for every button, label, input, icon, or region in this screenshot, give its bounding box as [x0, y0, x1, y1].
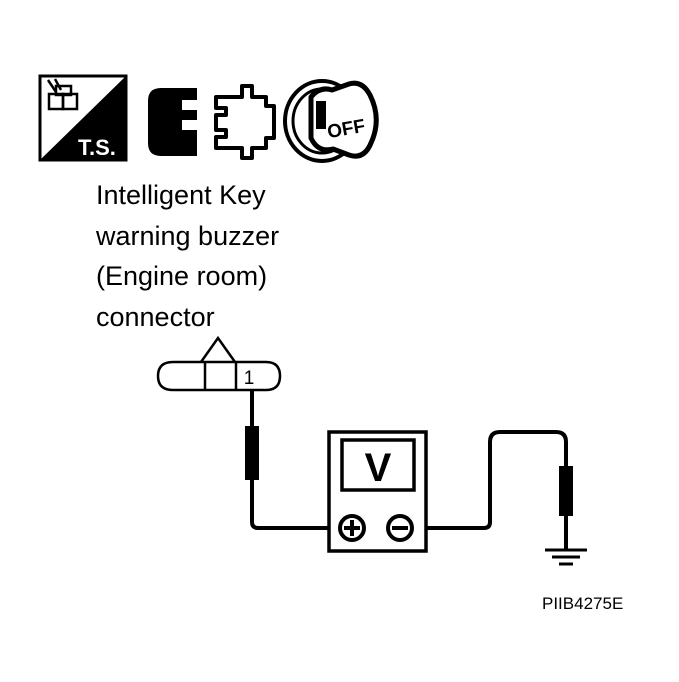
ts-badge-text: T.S.: [78, 135, 116, 160]
connector-label-line-3: (Engine room): [96, 261, 267, 291]
ts-badge-icon: T.S.: [38, 74, 128, 162]
connector-disconnect-icon: [148, 84, 276, 160]
connector-label-line-1: Intelligent Key: [96, 180, 266, 210]
pin-1-label: 1: [244, 368, 255, 389]
connector-label-line-4: connector: [96, 302, 215, 332]
positive-terminal: [338, 514, 366, 542]
ignition-key-off-icon: OFF: [283, 79, 379, 163]
connector-face: [156, 335, 282, 392]
negative-terminal: [386, 514, 414, 542]
meter-symbol: V: [365, 446, 392, 490]
test-leads: [250, 390, 568, 550]
negative-probe: [559, 466, 573, 516]
ground-symbol: [545, 548, 587, 566]
positive-probe: [245, 426, 259, 480]
figure-code: PIIB4275E: [542, 594, 623, 613]
connector-label-line-2: warning buzzer: [95, 221, 279, 251]
voltmeter: V: [327, 430, 428, 553]
